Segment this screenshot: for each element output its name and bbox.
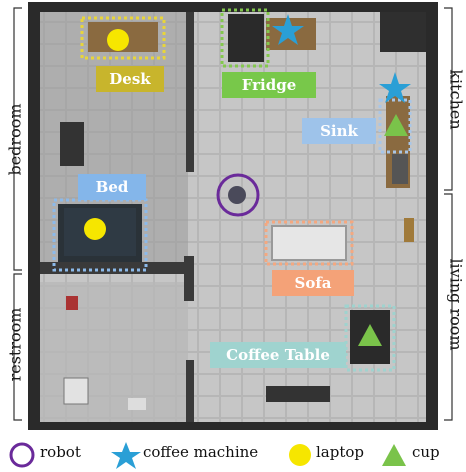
fridge-highlight <box>220 8 270 68</box>
laptop-marker-bed <box>84 218 106 240</box>
toilet <box>63 377 89 405</box>
legend-cup-icon <box>382 444 406 466</box>
fridge-furniture <box>228 14 264 62</box>
cup-marker-table <box>358 324 382 346</box>
robot-marker <box>216 173 260 217</box>
room-label-bedroom: bedroom <box>5 103 25 176</box>
legend-robot-label: robot <box>40 443 81 461</box>
legend-coffee-machine-icon <box>111 442 141 469</box>
desk-label: Desk <box>96 66 164 92</box>
legend-cup-label: cup <box>412 443 440 461</box>
fridge-label: Fridge <box>222 72 316 98</box>
bedroom-cabinet <box>60 122 84 166</box>
wall-kitchen-left <box>186 12 194 72</box>
bedroom-brace <box>13 7 22 271</box>
legend-robot-icon <box>9 442 35 468</box>
wall-restroom-right-lower <box>186 360 194 422</box>
laptop-marker-desk <box>107 29 129 51</box>
room-label-kitchen: kitchen <box>446 69 466 130</box>
robot-body <box>228 186 246 204</box>
desk-highlight <box>80 16 166 60</box>
wall-bedroom-restroom <box>40 262 190 274</box>
wall-restroom-right <box>184 256 194 301</box>
living-room-brace <box>444 193 453 421</box>
sink-label: Sink <box>302 118 376 144</box>
tv-stand <box>266 386 330 402</box>
sink-restroom <box>128 398 146 410</box>
wall-kitchen-right-bar <box>380 12 426 52</box>
cup-marker-kitchen <box>384 114 408 136</box>
coffee-machine-marker-counter <box>272 14 304 45</box>
kitchen-brace <box>444 7 453 191</box>
coffee-machine-marker-kitchen <box>379 72 411 103</box>
wall-bedroom-right-upper <box>186 12 194 172</box>
room-label-living-room: living room <box>446 258 466 351</box>
sofa-highlight <box>264 220 354 266</box>
legend-coffee-machine-label: coffee machine <box>143 443 259 461</box>
legend-laptop-label: laptop <box>316 443 365 461</box>
bed-highlight <box>52 198 148 272</box>
living-room-item <box>404 218 414 242</box>
coffee-table-label: Coffee Table <box>210 342 346 368</box>
legend-laptop-icon <box>289 444 311 466</box>
restroom-brace <box>13 273 22 421</box>
restroom-floor <box>40 282 188 422</box>
coffee-table-highlight <box>344 304 396 372</box>
sofa-furniture <box>271 225 347 261</box>
restroom-item-red <box>66 296 78 310</box>
room-label-restroom: restroom <box>5 307 25 382</box>
sink-highlight <box>378 98 412 154</box>
bed-label: Bed <box>78 174 146 200</box>
sofa-label: Sofa <box>272 270 354 296</box>
stove <box>392 154 408 184</box>
